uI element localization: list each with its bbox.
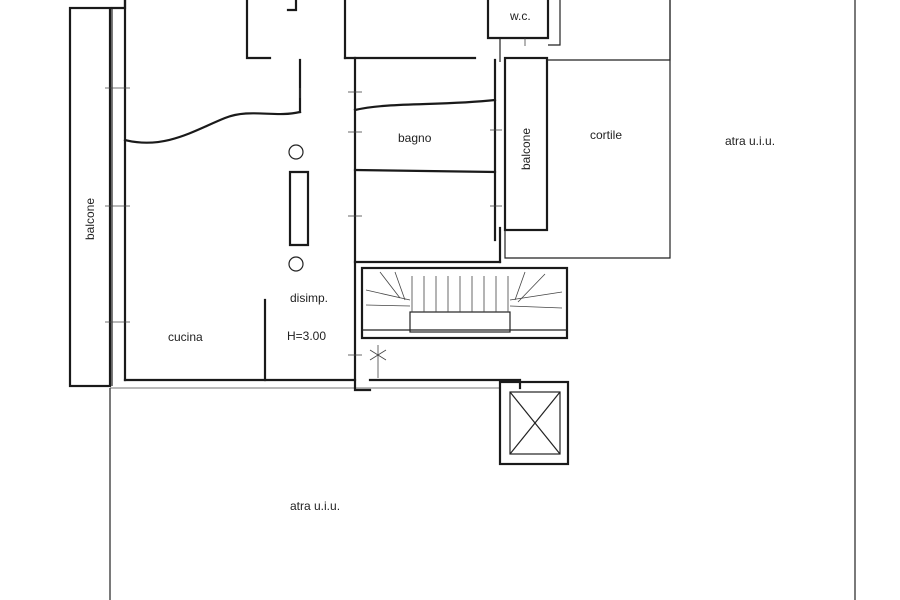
fixture-circle-bottom: [288, 256, 304, 272]
lower-room: [353, 226, 502, 264]
left-balcony: [68, 6, 113, 388]
fixture-circle-top: [288, 144, 304, 160]
bagno-room: [353, 58, 497, 242]
stairwell: [360, 266, 569, 340]
curved-partition: [123, 110, 302, 144]
cortile-area: [504, 0, 671, 259]
label-wc: w.c.: [509, 9, 531, 23]
label-altra-uiu-right: atra u.i.u.: [725, 134, 775, 148]
elevator-shaft: [498, 380, 570, 466]
label-disimp: disimp.: [290, 291, 328, 305]
label-bagno: bagno: [398, 131, 432, 145]
label-balcone-right: balcone: [519, 128, 533, 170]
door-markers: [105, 38, 526, 356]
boundary-lines: [109, 0, 856, 600]
label-cucina: cucina: [168, 330, 203, 344]
label-balcone-left: balcone: [83, 198, 97, 240]
corridor-walls: [263, 56, 357, 382]
label-height: H=3.00: [287, 329, 326, 343]
outer-walls: [110, 0, 522, 392]
upper-room: [245, 0, 477, 60]
stair-treads: [365, 271, 563, 312]
wc-room: [486, 0, 550, 62]
label-altra-uiu-bottom: atra u.i.u.: [290, 499, 340, 513]
meter-symbol-icon: [369, 345, 387, 378]
label-cortile: cortile: [590, 128, 622, 142]
right-balcony: [503, 56, 549, 232]
